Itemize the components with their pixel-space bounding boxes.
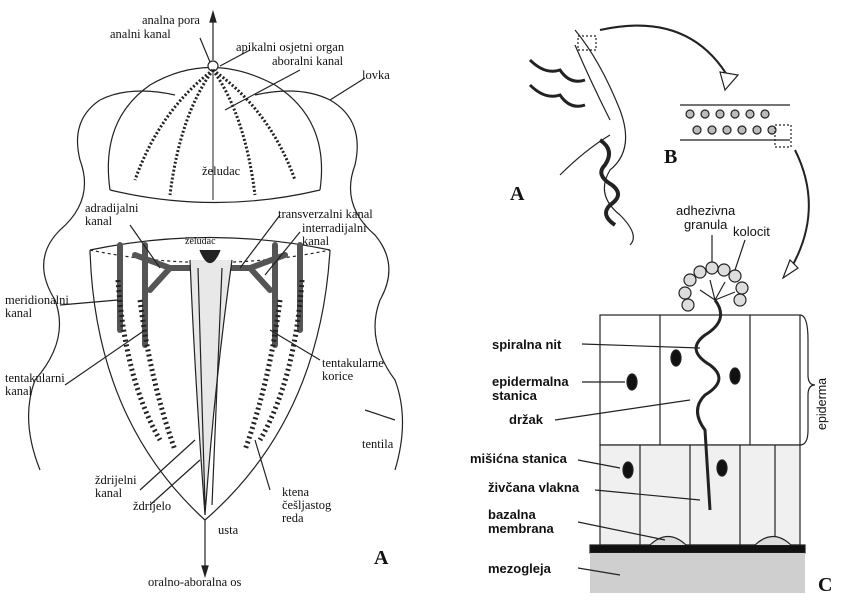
label-aboralni-kanal: aboralni kanal — [272, 55, 343, 68]
label-lovka: lovka — [362, 69, 390, 82]
label-epiderma: epiderma — [816, 378, 829, 430]
label-misicna-stanica: mišićna stanica — [470, 452, 567, 466]
label-usta: usta — [218, 524, 238, 537]
label-zeludac-mid: želudac — [185, 235, 216, 248]
label-meridionalni: meridionalni kanal — [5, 294, 69, 320]
label-drzak: držak — [509, 413, 543, 427]
label-zeludac-top: želudac — [202, 165, 240, 178]
label-adhezivna-granula: adhezivna granula — [676, 204, 735, 232]
label-mezogleja: mezogleja — [488, 562, 551, 576]
label-oralno-aboralna-os: oralno-aboralna os — [148, 576, 241, 589]
label-zdrijelni: ždrijelni kanal — [95, 474, 137, 500]
label-transverzalni: transverzalni kanal — [278, 208, 373, 221]
label-spiralna-nit: spiralna nit — [492, 338, 561, 352]
label-analna-pora: analna pora — [142, 14, 200, 27]
label-zdrijelo: ždrijelo — [133, 500, 171, 513]
panel-letter-b: B — [664, 146, 677, 169]
label-bazalna-membrana: bazalna membrana — [488, 508, 554, 536]
label-adradijalni: adradijalni kanal — [85, 202, 138, 228]
panel-letter-a: A — [510, 183, 524, 206]
panel-letter-left-a: A — [374, 547, 388, 570]
label-tentila: tentila — [362, 438, 393, 451]
label-epidermalna-stanica: epidermalna stanica — [492, 375, 569, 403]
label-kolocit: kolocit — [733, 225, 770, 239]
label-zivcana-vlakna: živčana vlakna — [488, 481, 579, 495]
label-interradijalni: interradijalni kanal — [302, 222, 367, 248]
panel-letter-c: C — [818, 574, 832, 597]
label-analni-kanal: analni kanal — [110, 28, 171, 41]
label-ktena: ktena češljastog reda — [282, 486, 331, 525]
label-tentakularni: tentakularni kanal — [5, 372, 65, 398]
label-tentakularne-korice: tentakularne korice — [322, 357, 384, 383]
label-apikalni-organ: apikalni osjetni organ — [236, 41, 344, 54]
